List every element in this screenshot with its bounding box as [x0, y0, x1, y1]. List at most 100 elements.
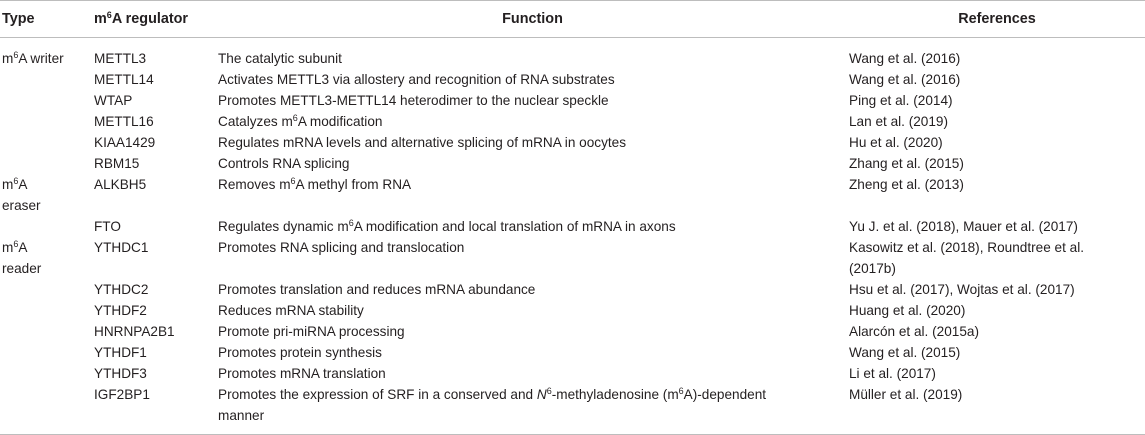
references-cell: Wang et al. (2016): [847, 38, 1145, 70]
function-cell: Promotes mRNA translation: [216, 363, 847, 384]
function-cell: Activates METTL3 via allostery and recog…: [216, 69, 847, 90]
function-line2: manner: [218, 408, 265, 423]
references-text: Lan et al. (2019): [849, 114, 948, 129]
function-cell: Promotes RNA splicing and translocation: [216, 237, 847, 279]
function-text: Promotes RNA splicing and translocation: [218, 240, 465, 255]
references-line2: (2017b): [849, 261, 896, 276]
references-text: Wang et al. (2016): [849, 51, 961, 66]
function-text: Promotes METTL3-METTL14 heterodimer to t…: [218, 93, 609, 108]
function-cell: Promotes the expression of SRF in a cons…: [216, 384, 847, 435]
type-cell: [0, 216, 92, 237]
table-row: YTHDF3 Promotes mRNA translation Li et al.…: [0, 363, 1145, 384]
regulator-cell: RBM15: [94, 156, 140, 171]
regulator-cell: KIAA1429: [94, 135, 156, 150]
function-text-cont: A modification: [297, 114, 383, 129]
references-cell: Lan et al. (2019): [847, 111, 1145, 132]
references-text: Hu et al. (2020): [849, 135, 943, 150]
type-suffix: A: [18, 240, 28, 255]
header-type: Type: [0, 0, 92, 38]
table-row: RBM15 Controls RNA splicing Zhang et al. (…: [0, 153, 1145, 174]
type-cell: [0, 384, 92, 435]
type-prefix: m: [2, 240, 14, 255]
regulator-cell: METTL14: [94, 72, 154, 87]
function-cell: Controls RNA splicing: [216, 153, 847, 174]
references-text: Alarcón et al. (2015a): [849, 324, 979, 339]
regulator-cell: YTHDF2: [94, 303, 147, 318]
function-text: Regulates mRNA levels and alternative sp…: [218, 135, 627, 150]
function-cell: Regulates dynamic m6A modification and l…: [216, 216, 847, 237]
type-cell: m6A writer: [0, 38, 92, 70]
function-text: Promotes mRNA translation: [218, 366, 386, 381]
function-cell: Removes m6A methyl from RNA: [216, 174, 847, 216]
regulator-cell: IGF2BP1: [92, 384, 216, 435]
references-cell: Kasowitz et al. (2018), Roundtree et al.…: [847, 237, 1145, 279]
function-text: Promotes translation and reduces mRNA ab…: [218, 282, 536, 297]
function-cell: The catalytic subunit: [216, 38, 847, 70]
function-cell: Catalyzes m6A modification: [216, 111, 847, 132]
regulator-cell: YTHDF1: [94, 345, 147, 360]
function-cell: Promotes translation and reduces mRNA ab…: [216, 279, 847, 300]
references-text: Zheng et al. (2013): [849, 177, 964, 192]
type-cell: [0, 90, 92, 111]
references-cell: Alarcón et al. (2015a): [847, 321, 1145, 342]
function-cell: Promotes protein synthesis: [216, 342, 847, 363]
references-cell: Yu J. et al. (2018), Mauer et al. (2017): [847, 216, 1145, 237]
type-cell: [0, 300, 92, 321]
references-text: Ping et al. (2014): [849, 93, 953, 108]
regulator-cell: YTHDF3: [94, 366, 147, 381]
regulator-cell: YTHDC1: [94, 240, 149, 255]
function-text: Promotes protein synthesis: [218, 345, 382, 360]
regulator-cell: METTL3: [94, 51, 147, 66]
references-cell: Hu et al. (2020): [847, 132, 1145, 153]
references-text: Hsu et al. (2017), Wojtas et al. (2017): [849, 282, 1075, 297]
type-cell: [0, 342, 92, 363]
references-text: Kasowitz et al. (2018), Roundtree et al.: [849, 240, 1084, 255]
function-cell: Regulates mRNA levels and alternative sp…: [216, 132, 847, 153]
type-cell: [0, 69, 92, 90]
type-cell: [0, 153, 92, 174]
function-cell: Promote pri-miRNA processing: [216, 321, 847, 342]
references-text: Yu J. et al. (2018), Mauer et al. (2017): [849, 219, 1078, 234]
type-prefix: m: [2, 51, 14, 66]
function-text: The catalytic subunit: [218, 51, 342, 66]
function-text: Catalyzes m: [218, 114, 293, 129]
references-text: Müller et al. (2019): [849, 387, 963, 402]
type-superscript: 6: [13, 176, 19, 186]
references-text: Wang et al. (2015): [849, 345, 961, 360]
header-references: References: [847, 0, 1145, 38]
type-suffix: A writer: [18, 51, 64, 66]
function-text-cont: -methyladenosine (m: [551, 387, 679, 402]
function-text: Removes m: [218, 177, 291, 192]
header-function: Function: [216, 0, 847, 38]
function-text-cont: A methyl from RNA: [295, 177, 412, 192]
regulator-cell: FTO: [94, 219, 121, 234]
function-text: Promote pri-miRNA processing: [218, 324, 405, 339]
function-cell: Reduces mRNA stability: [216, 300, 847, 321]
type-cell: [0, 363, 92, 384]
function-text-cont: A modification and local translation of …: [353, 219, 676, 234]
function-superscript: 6: [348, 218, 354, 228]
function-superscript: 6: [292, 113, 298, 123]
references-cell: Ping et al. (2014): [847, 90, 1145, 111]
references-cell: Hsu et al. (2017), Wojtas et al. (2017): [847, 279, 1145, 300]
table-row: YTHDF1 Promotes protein synthesis Wang et …: [0, 342, 1145, 363]
references-cell: Zhang et al. (2015): [847, 153, 1145, 174]
references-cell: Zheng et al. (2013): [847, 174, 1145, 216]
type-superscript: 6: [13, 50, 19, 60]
regulator-cell: ALKBH5: [94, 177, 147, 192]
references-text: Li et al. (2017): [849, 366, 936, 381]
function-text: Controls RNA splicing: [218, 156, 350, 171]
table-row: METTL14 Activates METTL3 via allostery an…: [0, 69, 1145, 90]
header-regulator: m6A regulator: [92, 0, 216, 38]
